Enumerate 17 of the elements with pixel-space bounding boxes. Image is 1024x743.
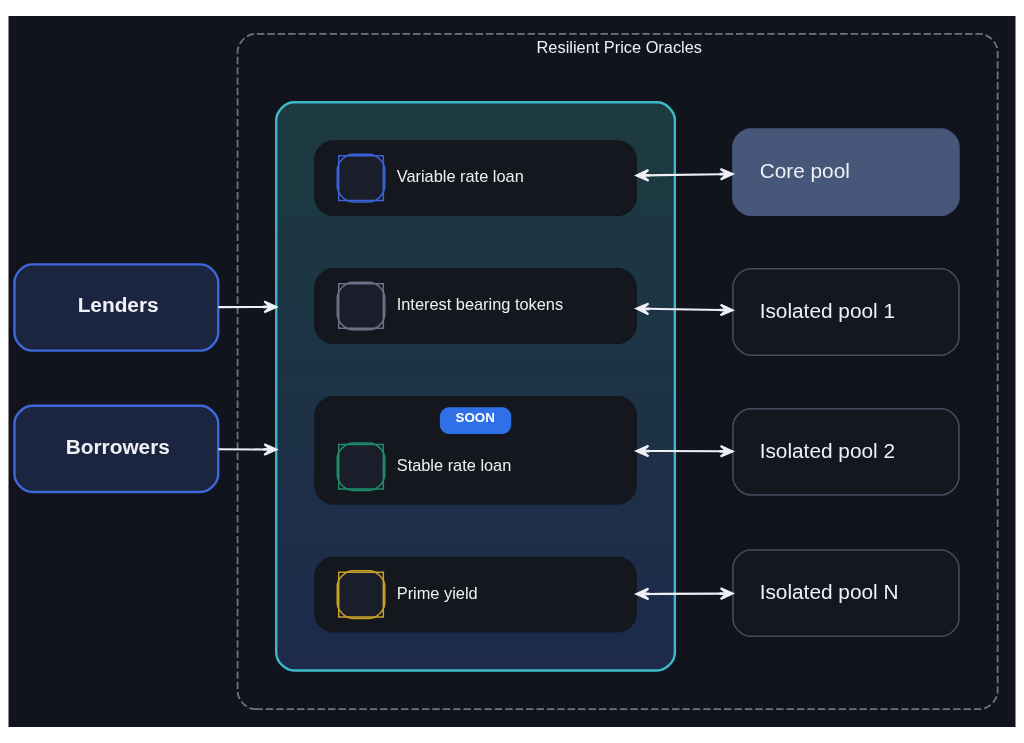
arrow	[635, 302, 734, 317]
node-box: Lenders	[13, 263, 220, 352]
node-box: SOON Stable rate loan	[314, 396, 637, 505]
arrow	[635, 444, 734, 458]
node-box: Interest bearing tokens	[314, 268, 637, 344]
arrow	[635, 587, 734, 601]
node-box: Isolated pool 2	[732, 407, 960, 496]
node-box: Isolated pool 1	[732, 268, 960, 356]
arrow	[218, 443, 278, 456]
node-box: Prime yield	[314, 556, 637, 633]
node-box: Variable rate loan	[314, 140, 637, 217]
node-box: Isolated pool N	[732, 549, 960, 637]
arrow	[218, 300, 278, 314]
arrow	[635, 167, 734, 182]
node-box: Borrowers	[13, 404, 220, 494]
cluster	[275, 101, 677, 672]
node-box: Core pool	[732, 128, 960, 217]
